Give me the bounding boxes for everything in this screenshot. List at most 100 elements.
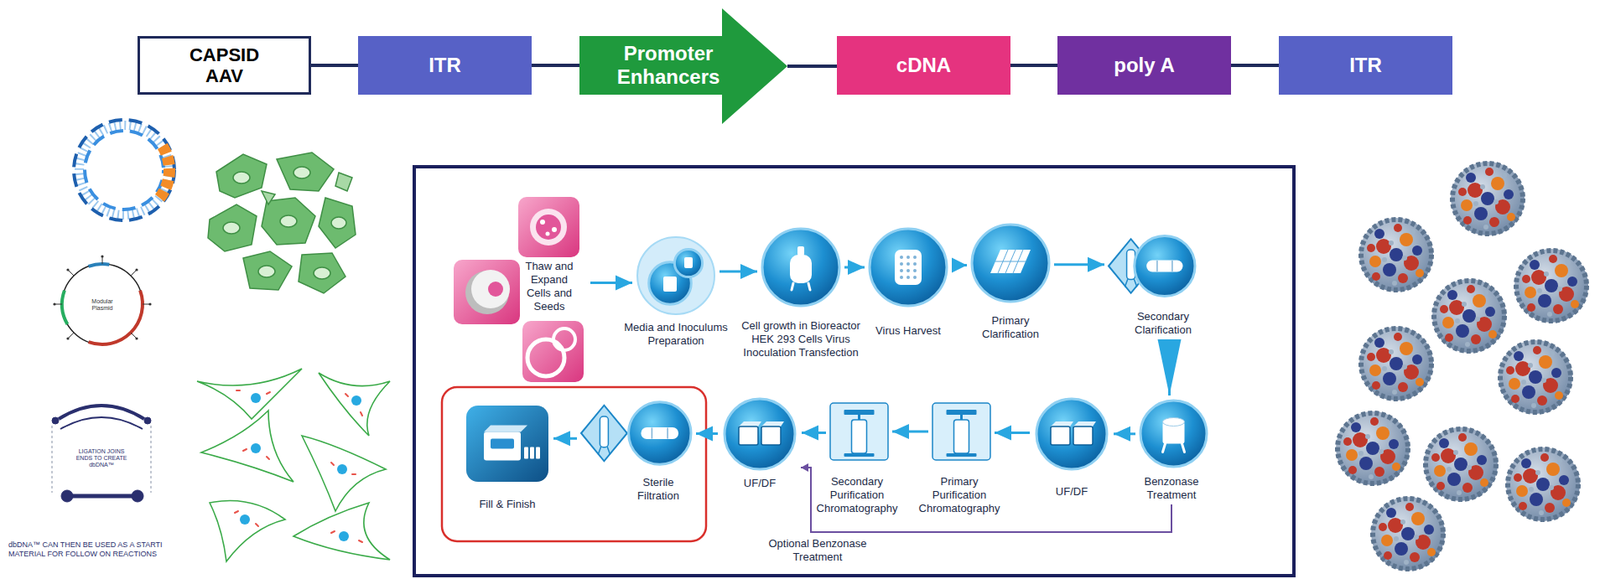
connector-line (311, 63, 359, 68)
plasmid-map-part (100, 254, 104, 258)
process-icon-part (899, 275, 904, 280)
plasmid-map-part (130, 270, 136, 276)
process-step: Primary Clarification (969, 222, 1052, 342)
connector (696, 426, 718, 442)
plasmid-map-part (62, 290, 68, 325)
arrow-shape-fill (579, 8, 788, 125)
arrowhead (1113, 426, 1131, 442)
dna-circle-part (84, 130, 164, 210)
process-icon-part (894, 249, 922, 286)
connector (590, 275, 633, 291)
connector (1113, 426, 1136, 442)
step-label: Benzonase Treatment (1133, 475, 1210, 503)
process-icon (759, 226, 842, 309)
process-icon-part (471, 270, 510, 309)
process-icon-part (1050, 421, 1074, 427)
construct-box: poly A (1057, 36, 1232, 95)
plasmid-map-part (102, 257, 104, 265)
fibroblast-cells-part-part (337, 464, 348, 475)
process-icon-part (524, 447, 529, 460)
note-label: dbDNA™ CAN THEN BE USED AS A STARTI MATE… (8, 540, 192, 560)
process-icon-part (913, 262, 917, 266)
process-icon-part (466, 405, 549, 483)
process-step: UF/DF (720, 396, 800, 491)
process-icon-part (906, 255, 910, 260)
process-icon-part (1134, 280, 1138, 287)
process-icon-part (971, 224, 1050, 302)
step-label: Thaw and Expand Cells and Seeds (519, 259, 580, 314)
process-icon-part (913, 275, 917, 280)
aav-capsids-part (1423, 427, 1498, 502)
process-icon-part (899, 255, 904, 260)
connector (801, 425, 826, 442)
dbdna-diagram-part (60, 417, 143, 430)
step-text-area: Fill & Finish (465, 498, 550, 512)
green-cells (207, 152, 356, 294)
plasmid-map-part (130, 332, 136, 338)
green-cells-part (280, 215, 297, 228)
fibroblast-cells-part-part (318, 373, 390, 437)
process-icon (463, 403, 551, 485)
plasmid-map-part (62, 264, 143, 345)
process-icon-part (1182, 444, 1185, 453)
process-icon-part (597, 447, 601, 455)
green-cells-part (261, 197, 316, 245)
fibroblast-cells-part (239, 393, 362, 542)
process-step: Benzonase Treatment (1133, 398, 1210, 503)
dna-circle-part (79, 125, 170, 216)
process-icon (867, 226, 950, 309)
plasmid-map-part (88, 264, 110, 267)
connector-line (787, 64, 837, 68)
process-icon (969, 222, 1052, 305)
arrowhead (801, 425, 819, 442)
process-icon-part (1036, 399, 1107, 470)
step-label: Primary Purification Chromatography (915, 475, 1003, 516)
step-label: Media and Inoculums Preparation (617, 321, 735, 349)
process-frame (414, 166, 1294, 577)
note-label: LIGATION JOINS ENDS TO CREATE dbDNA™ (69, 448, 134, 469)
connector (311, 65, 359, 67)
step-text-area: Media and Inoculums Preparation (617, 321, 735, 349)
connector (787, 66, 837, 68)
step-text-area: Cell growth in Bioreactor HEK 293 Cells … (735, 319, 867, 360)
arrowhead (892, 424, 910, 440)
box-text-area: CAPSID AAV (140, 38, 309, 93)
step-text-area: Primary Clarification (972, 314, 1049, 342)
dbdna-diagram-part (51, 417, 59, 425)
step-label: Primary Clarification (972, 314, 1049, 342)
fibroblast-cells-part-part (352, 473, 356, 476)
arrowhead (800, 463, 809, 473)
arrowhead (994, 425, 1012, 442)
element-label: cDNA (896, 53, 951, 78)
step-label: Secondary Clarification (1125, 310, 1201, 338)
green-cells-part (243, 251, 292, 291)
dbdna-diagram (51, 405, 151, 503)
aav-capsids-part (1506, 447, 1580, 522)
green-cells-part (233, 171, 250, 184)
process-icon-part (607, 447, 610, 455)
dbdna-diagram-part (68, 494, 136, 499)
fibroblast-cells-part-part (197, 368, 302, 420)
dbdna-diagram-part (131, 490, 144, 503)
process-icon (720, 396, 800, 473)
process-icon-part (666, 428, 669, 439)
process-step: Primary Purification Chromatography (915, 398, 1003, 516)
fibroblast-cells-part-part (239, 514, 250, 525)
process-icon-part (797, 246, 805, 256)
connector (951, 258, 967, 274)
arrowhead (1087, 257, 1105, 273)
plasmid-map-part (135, 337, 138, 340)
process-icon-part (553, 328, 576, 351)
fibroblast-cells-part-part (331, 531, 335, 534)
process-icon-part (522, 321, 584, 383)
process-icon-part (535, 214, 562, 240)
fibroblast-cells-part-part (293, 503, 390, 561)
process-icon (579, 392, 694, 475)
plasmid-map-part (66, 268, 69, 271)
process-icon-part (527, 339, 565, 377)
process-icon-part (851, 420, 868, 454)
dbdna-diagram-part (150, 425, 151, 494)
fibroblast-cells-part-part (266, 457, 270, 460)
process-icon-part (738, 426, 759, 446)
process-icon-part (599, 416, 608, 448)
